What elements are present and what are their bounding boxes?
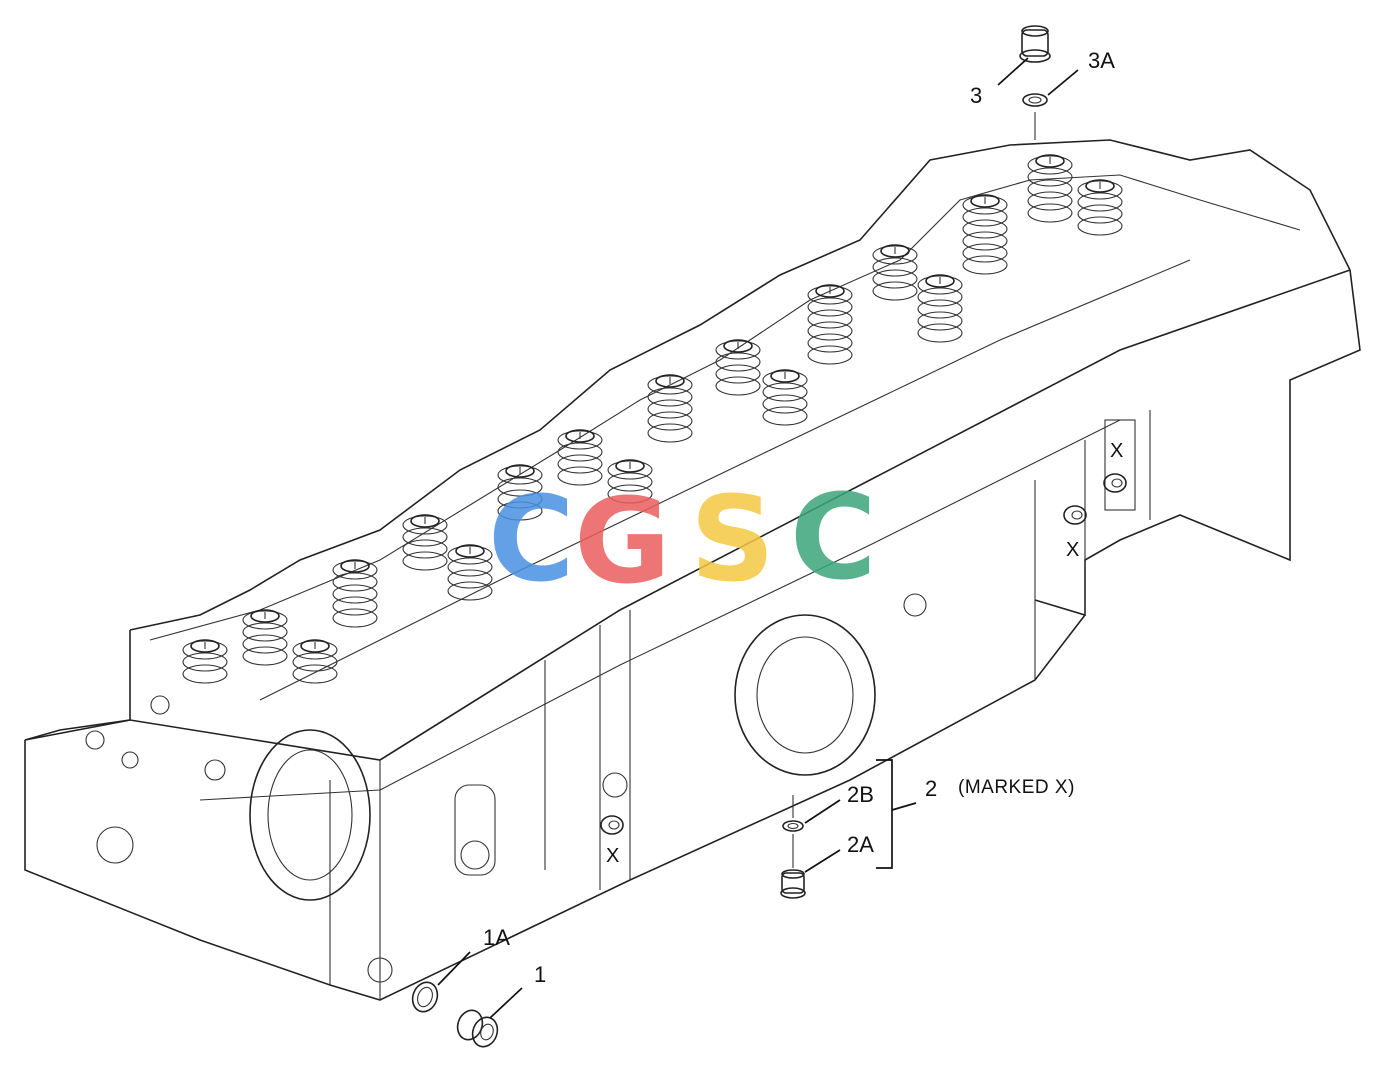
plug-right-lower [1063,505,1087,525]
note-marked-x: (MARKED X) [958,777,1075,798]
valve-spring [607,459,653,504]
callout-3: 3 [970,83,982,108]
part-1a-seal [411,981,439,1013]
callout-1a: 1A [483,925,510,950]
plug-front [600,815,624,835]
bracket-2-tick [891,802,917,811]
valve-spring [1027,154,1073,223]
watermark: C G S C [488,468,877,610]
valve-spring [497,464,543,521]
part-3-plug [1019,25,1051,63]
part-2b-seal [782,820,804,832]
x-mark-front: X [606,845,619,867]
cylinder-head [24,139,1361,1001]
valve-spring [647,374,693,443]
callout-1: 1 [534,962,546,987]
valve-spring [872,244,918,301]
valve-spring [447,544,493,601]
valve-spring [242,609,288,666]
part-2a-plug [780,869,806,899]
valve-spring [715,339,761,396]
leader-1 [489,987,523,1019]
leader-1a [437,951,471,986]
valve-spring [807,284,853,365]
valve-spring [182,639,228,684]
watermark-letter-1: C [488,470,575,608]
watermark-letter-4: C [790,468,877,606]
x-mark-right-upper: X [1110,440,1123,462]
callout-2a: 2A [847,832,874,857]
valve-spring [557,429,603,486]
valve-springs [182,154,1123,684]
leader-3a [1047,69,1079,96]
valve-spring [402,514,448,571]
valve-spring [1077,179,1123,236]
x-mark-right-lower: X [1066,539,1079,561]
valve-spring [917,274,963,343]
leader-2b [804,799,841,824]
callout-2: 2 [925,776,937,801]
leader-3 [997,57,1029,86]
valve-spring [962,194,1008,275]
leader-2a [804,849,841,873]
valve-spring [332,559,378,628]
valve-spring [762,369,808,426]
part-3a-seal [1022,93,1048,107]
callout-2b: 2B [847,782,874,807]
callout-3a: 3A [1088,48,1115,73]
bracket-2 [876,759,893,869]
plug-right-upper [1103,473,1127,493]
watermark-letter-3: S [690,470,775,608]
marked-plugs: X X X [600,440,1127,867]
watermark-letter-2: G [574,472,671,610]
valve-spring [292,639,338,684]
